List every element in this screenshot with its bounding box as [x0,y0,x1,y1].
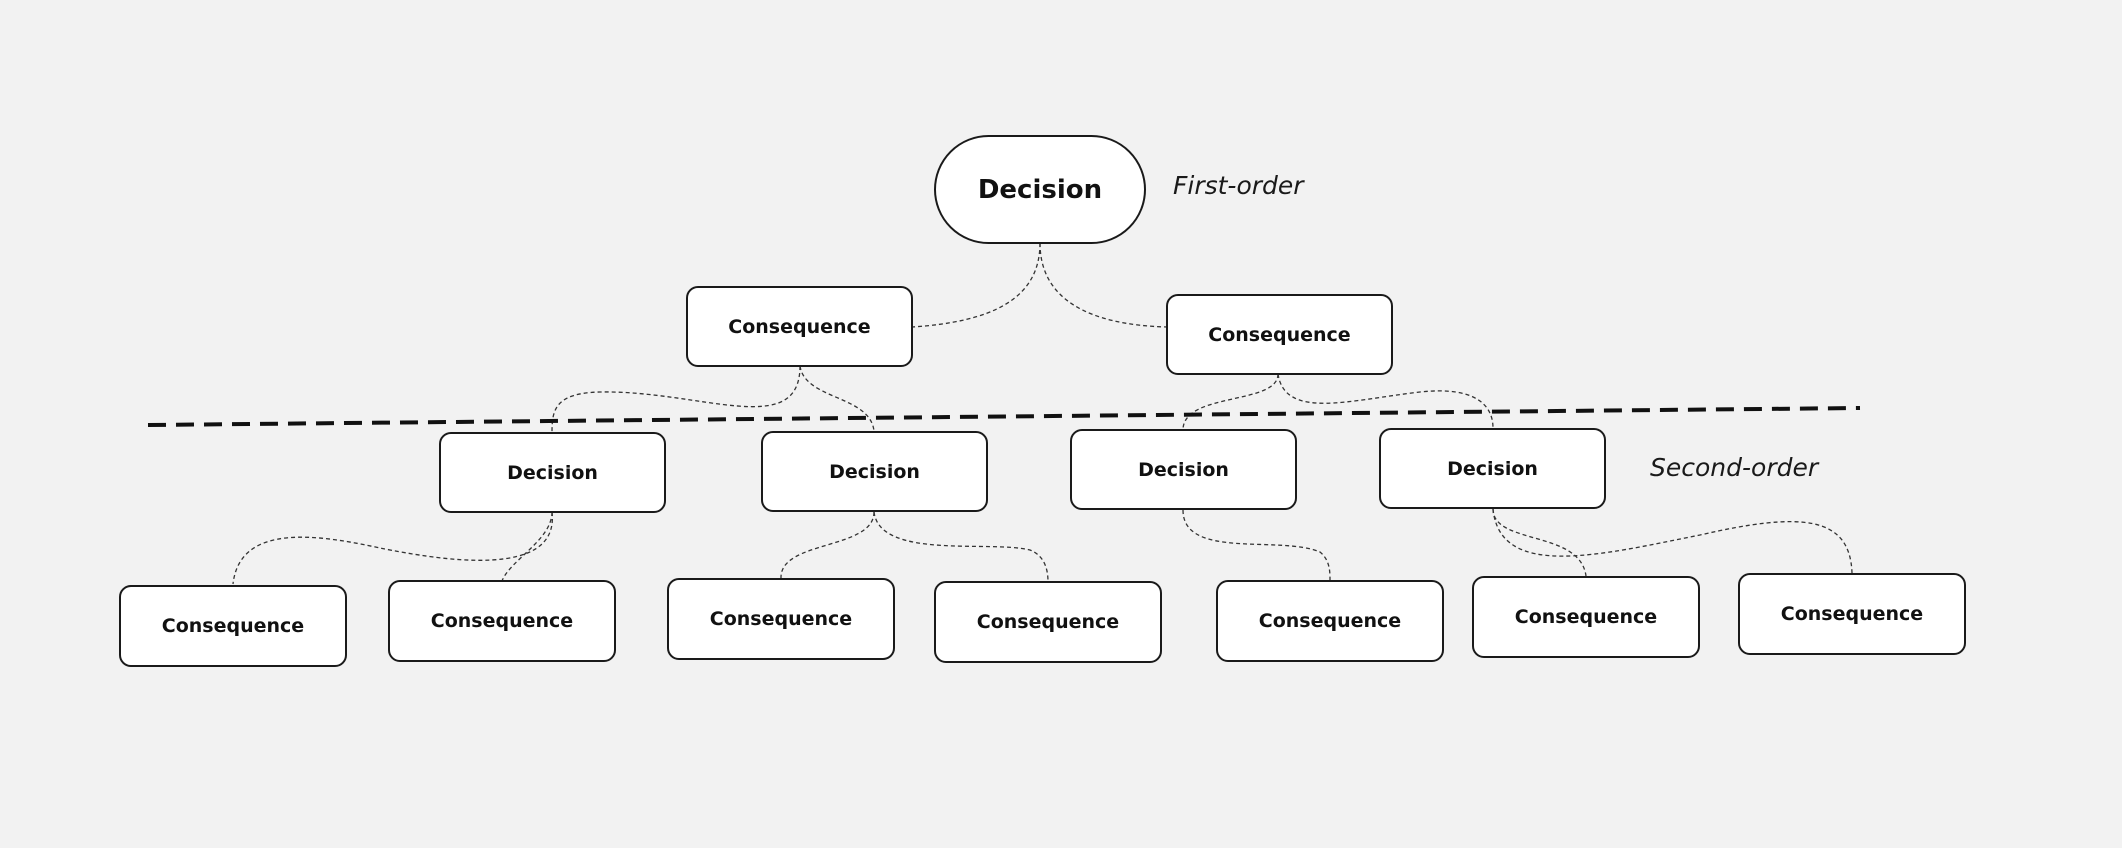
order-separator-line [147,406,1861,427]
decision-label: Decision [1138,458,1229,481]
connector-decision-1-to-consequence-2 [501,511,553,582]
consequence-label: Consequence [976,611,1120,633]
second-level-decision-2[interactable]: Decision [761,431,988,512]
second-level-consequence-4[interactable]: Consequence [934,581,1162,663]
connector-decision-2-to-consequence-4 [873,511,1049,583]
consequence-label: Consequence [1514,606,1658,628]
second-level-decision-3[interactable]: Decision [1070,429,1297,510]
consequence-label: Consequence [161,615,305,637]
second-level-decision-4[interactable]: Decision [1379,428,1606,509]
connector-decision-4-to-consequence-6 [1492,508,1587,577]
connector-consequence-left-to-decision-2 [799,365,875,432]
connector-consequence-left-to-decision-1 [551,365,801,433]
second-level-consequence-1[interactable]: Consequence [119,585,347,667]
connector-root-to-consequence-right [1039,242,1168,328]
decision-label: Decision [1447,457,1538,480]
first-level-consequence-left[interactable]: Consequence [686,286,913,367]
connector-decision-1-to-consequence-1 [232,511,553,585]
second-level-consequence-6[interactable]: Consequence [1472,576,1700,658]
root-decision-label: Decision [977,174,1103,205]
second-level-consequence-5[interactable]: Consequence [1216,580,1444,662]
decision-label: Decision [829,460,920,483]
consequence-label: Consequence [709,608,853,630]
consequence-label: Consequence [430,610,574,632]
second-level-consequence-2[interactable]: Consequence [388,580,616,662]
connector-decision-3-to-consequence-5 [1182,509,1331,581]
second-order-label: Second-order [1650,453,1819,482]
connector-consequence-right-to-decision-3 [1182,373,1279,430]
root-decision-node[interactable]: Decision [934,135,1146,244]
consequence-label: Consequence [1780,603,1924,625]
second-level-consequence-3[interactable]: Consequence [667,578,895,660]
consequence-label: Consequence [1208,323,1351,346]
connector-consequence-right-to-decision-4 [1277,373,1494,429]
connector-decision-4-to-consequence-7 [1492,508,1853,574]
first-level-consequence-right[interactable]: Consequence [1166,294,1393,375]
connector-decision-2-to-consequence-3 [780,511,875,579]
second-level-decision-1[interactable]: Decision [439,432,666,513]
second-level-consequence-7[interactable]: Consequence [1738,573,1966,655]
connector-root-to-consequence-left [911,242,1041,328]
decision-label: Decision [507,461,598,484]
first-order-label: First-order [1173,171,1304,200]
consequence-label: Consequence [1258,610,1402,632]
consequence-label: Consequence [728,315,871,338]
